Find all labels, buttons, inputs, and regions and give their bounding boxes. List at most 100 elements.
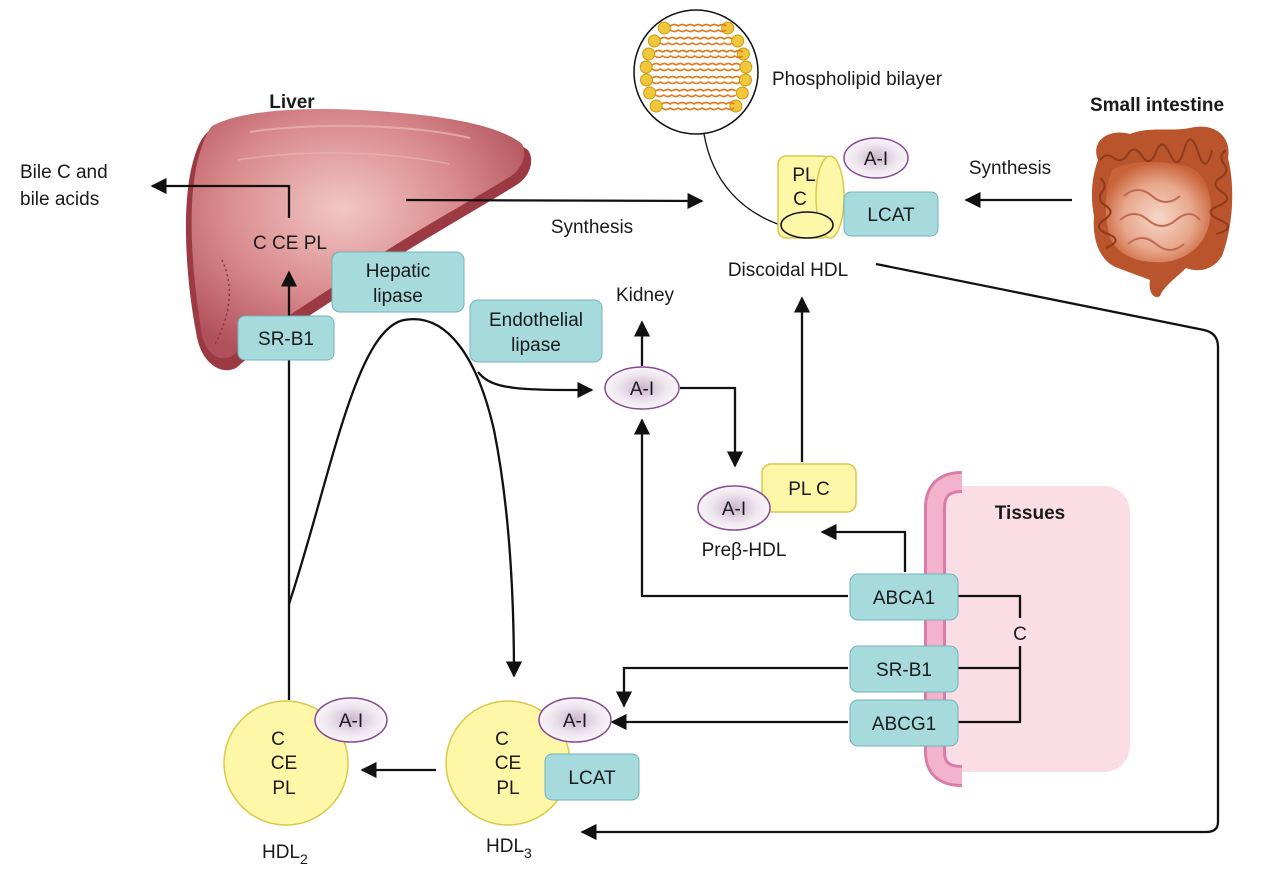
tissues-label: Tissues [995, 503, 1065, 524]
hdl3-label: HDL3 [486, 836, 532, 861]
srb1-tissue-transporter: SR-B1 [849, 645, 959, 693]
discoidal-ring-marker [780, 211, 834, 239]
hdl3-label-sub: 3 [524, 845, 532, 861]
lipid-head [738, 73, 752, 87]
prebeta-content: PL C [788, 479, 830, 500]
liver-srb1: SR-B1 [237, 315, 335, 361]
lipid-head [647, 34, 661, 48]
lipid-head [739, 60, 753, 74]
lipid-head [649, 99, 663, 113]
apoa1-discoidal [843, 137, 909, 179]
apoa1-hdl3 [538, 697, 612, 743]
apoa1-hdl3-label: A-I [563, 711, 587, 732]
apoa1-discoidal-label: A-I [864, 149, 888, 170]
hdl2-pl: PL [272, 778, 295, 799]
apoa1-free [604, 366, 680, 410]
small-intestine-coils [1105, 161, 1211, 263]
prebeta-hdl-label: Preβ-HDL [702, 540, 787, 561]
lcat-discoidal-box [843, 191, 939, 237]
discoidal-hdl: PL C A-I LCAT Discoidal HDL [728, 137, 939, 281]
small-intestine-organ: Small intestine [1090, 95, 1233, 298]
sr-b1-tissue-label: SR-B1 [876, 660, 932, 681]
hepatic-lipase: Hepatic lipase [331, 251, 465, 313]
lipid-head [735, 86, 749, 100]
bile-label-line1: Bile C and [20, 162, 108, 183]
arrow-to-bile [150, 177, 291, 218]
arrow-abca1-to-ai [633, 418, 848, 598]
bilayer-rows [639, 21, 753, 113]
lipid-head [640, 73, 654, 87]
kidney-label: Kidney [616, 285, 675, 306]
liver-lipids: C CE PL [253, 233, 327, 254]
bilayer-circle [633, 9, 759, 135]
arrow-srb1-to-hdl3 [615, 666, 848, 708]
synthesis-liver-label: Synthesis [551, 217, 633, 238]
abca1-transporter: ABCA1 [849, 573, 959, 621]
arrow-hepatic-lipase-to-hdl3 [287, 317, 523, 678]
arrow-ai-to-prebeta [680, 386, 744, 468]
bilayer-pointer-line [703, 133, 791, 229]
hepatic-lipase-box [331, 251, 465, 313]
apoa1-free-label: A-I [630, 379, 654, 400]
sr-b1-liver-label: SR-B1 [258, 329, 314, 350]
lcat-discoidal-label: LCAT [867, 205, 915, 226]
discoidal-hdl-label: Discoidal HDL [728, 260, 848, 281]
lipid-head [731, 34, 745, 48]
endothelial-lipase-label-2: lipase [511, 335, 561, 356]
sr-b1-liver-box [237, 315, 335, 361]
lipid-tail [661, 101, 735, 111]
endothelial-lipase-label-1: Endothelial [489, 310, 583, 331]
lipid-tail [655, 88, 737, 98]
bilayer-label: Phospholipid bilayer [772, 69, 943, 90]
discoidal-pl: PL [792, 165, 815, 186]
lipid-head [639, 60, 653, 74]
liver-label: Liver [269, 92, 315, 113]
sr-b1-tissue-box [849, 645, 959, 693]
hdl2-ce: CE [271, 753, 297, 774]
hdl2-c: C [271, 729, 285, 750]
hdl2-circle [223, 700, 349, 826]
abcg1-transporter: ABCG1 [849, 699, 959, 747]
arrow-liver-synthesis [405, 192, 704, 210]
lcat-hdl3-label: LCAT [568, 768, 616, 789]
lipid-head [729, 99, 743, 113]
apoa1-hdl2-label: A-I [339, 711, 363, 732]
prebeta-hdl: PL C A-I Preβ-HDL [697, 463, 857, 561]
bile-label-line2: bile acids [20, 189, 99, 210]
lcat-hdl3-box [544, 753, 640, 801]
abcg1-label: ABCG1 [872, 714, 936, 735]
hdl2-label: HDL2 [262, 842, 308, 867]
hdl2-particle: C CE PL A-I HDL2 [223, 697, 388, 867]
lipid-head [643, 86, 657, 100]
apoa1-prebeta [697, 485, 771, 531]
lipid-head [657, 21, 671, 35]
hdl3-pl: PL [496, 778, 519, 799]
liver-organ: Liver C CE PL [185, 92, 532, 371]
hepatic-lipase-label-1: Hepatic [366, 261, 430, 282]
abcg1-box [849, 699, 959, 747]
endothelial-lipase-box [469, 299, 603, 363]
tissue-cholesterol-label: C [1013, 624, 1027, 645]
lipid-tail [669, 23, 727, 33]
hdl2-label-main: HDL [262, 842, 300, 863]
phospholipid-bilayer-inset: Phospholipid bilayer [633, 9, 943, 229]
arrow-endothelial-to-ai [477, 371, 594, 399]
hepatic-lipase-label-2: lipase [373, 286, 423, 307]
apoa1-hdl2 [314, 697, 388, 743]
prebeta-content-box [761, 463, 857, 513]
hdl3-ce: CE [495, 753, 521, 774]
discoidal-c: C [793, 189, 807, 210]
lipid-tail [659, 36, 733, 46]
small-intestine-label: Small intestine [1090, 95, 1224, 116]
lipid-head [642, 47, 656, 61]
bracket-tissue-cholesterol [958, 594, 1022, 724]
connectors [150, 177, 1220, 841]
synthesis-intestine-label: Synthesis [969, 158, 1051, 179]
lipid-tail [652, 75, 741, 85]
abca1-label: ABCA1 [873, 588, 935, 609]
arrow-discoidal-to-hdl3 [580, 262, 1220, 841]
hdl3-particle: C CE PL A-I LCAT HDL3 [445, 697, 640, 861]
endothelial-lipase: Endothelial lipase [469, 299, 603, 363]
